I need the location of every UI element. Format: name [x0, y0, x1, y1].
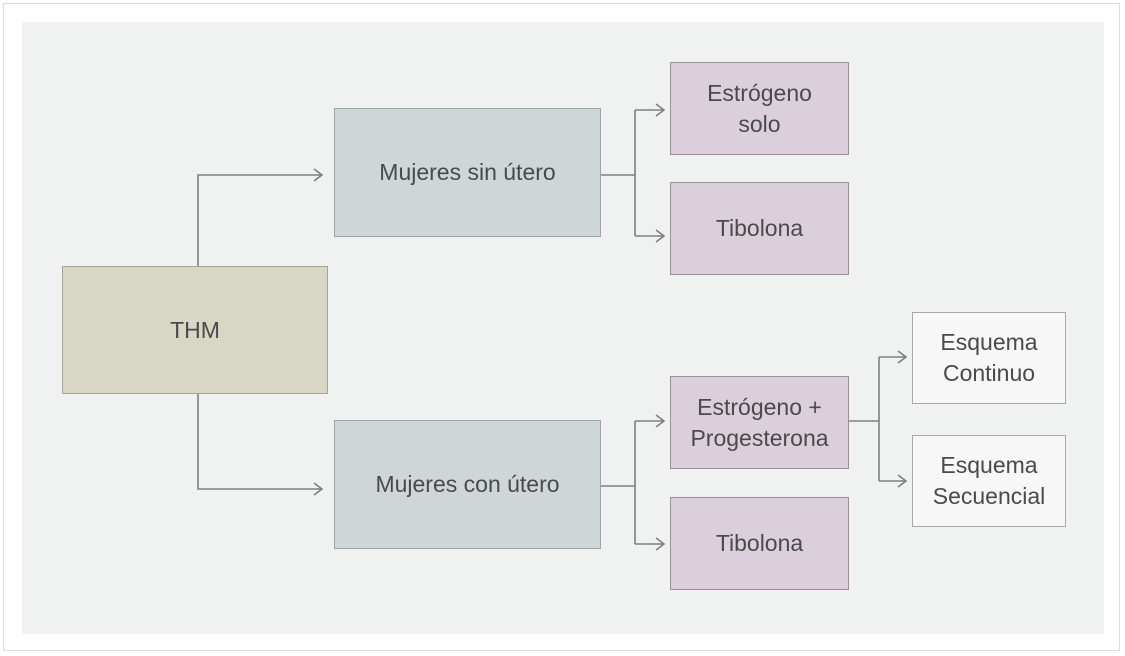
- node-estrogeno-solo: Estrógeno solo: [670, 62, 849, 155]
- node-thm: THM: [62, 266, 328, 394]
- node-esquema-continuo: Esquema Continuo: [912, 312, 1066, 404]
- node-estrogeno-solo-label: Estrógeno solo: [707, 79, 812, 137]
- node-tibolona-2-label: Tibolona: [715, 530, 804, 556]
- node-estrogeno-progesterona: Estrógeno + Progesterona: [670, 376, 849, 469]
- node-esquema-secuencial: Esquema Secuencial: [912, 435, 1066, 527]
- node-mujeres-sin-utero-label: Mujeres sin útero: [379, 159, 556, 185]
- node-tibolona-1-label: Tibolona: [715, 215, 804, 241]
- node-mujeres-sin-utero: Mujeres sin útero: [334, 108, 601, 237]
- node-tibolona-2: Tibolona: [670, 497, 849, 590]
- node-mujeres-con-utero-label: Mujeres con útero: [375, 471, 560, 497]
- node-esquema-continuo-label: Esquema Continuo: [940, 329, 1038, 386]
- node-thm-label: THM: [170, 316, 220, 343]
- node-estrogeno-progesterona-label: Estrógeno + Progesterona: [690, 393, 829, 451]
- node-mujeres-con-utero: Mujeres con útero: [334, 420, 601, 549]
- node-tibolona-1: Tibolona: [670, 182, 849, 275]
- node-esquema-secuencial-label: Esquema Secuencial: [932, 452, 1046, 509]
